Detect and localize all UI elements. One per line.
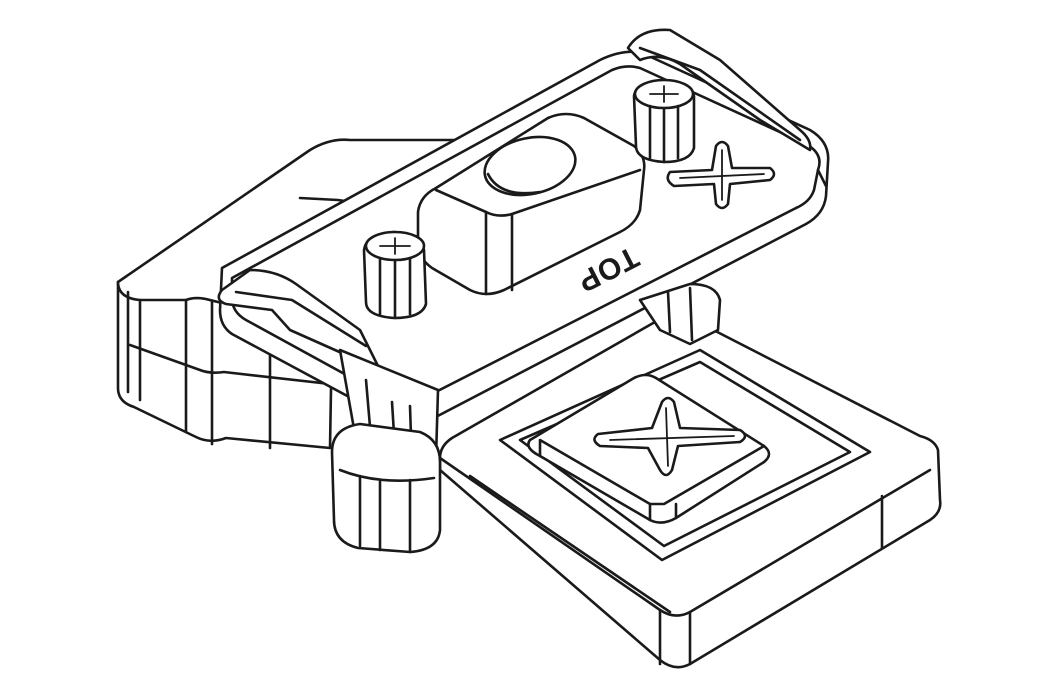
- screw-post-left: [362, 230, 428, 320]
- center-boss: [416, 112, 646, 296]
- right-base-block: [438, 313, 942, 669]
- cross-mark-icon: [593, 396, 747, 477]
- screw-post-right: [632, 78, 696, 164]
- plus-mark-icon: [666, 140, 776, 210]
